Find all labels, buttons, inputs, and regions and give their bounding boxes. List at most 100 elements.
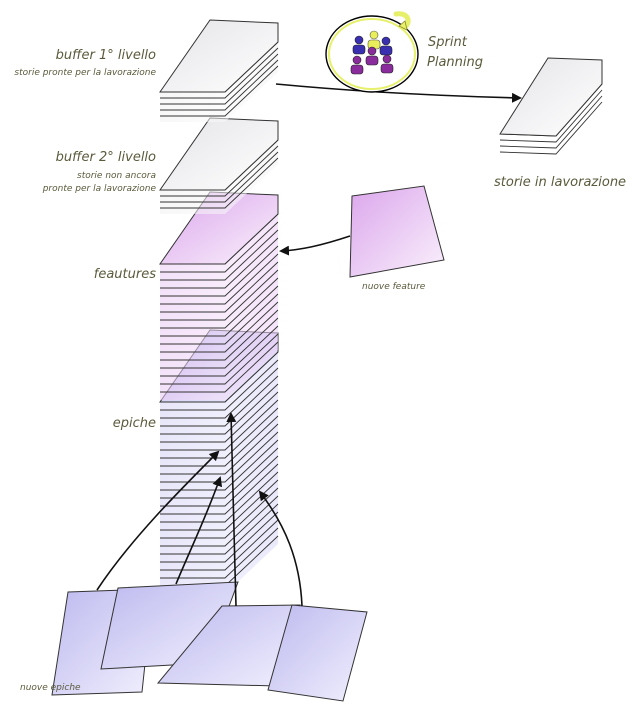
feature-sheet-edge [160,269,279,321]
epic-sheet-edge [160,463,279,515]
feature-sheet-side [160,302,278,360]
feature-sheet-side [160,326,278,384]
epic-sheet-side [160,360,278,418]
epic-sheet-side [160,504,278,562]
in-progress-sheet-top [499,57,603,137]
feature-sheet-edge [160,341,279,393]
buffer2-sheet-edge [160,145,279,197]
buffer1-title: buffer 1° livello [55,48,156,63]
buffer2-subtitle-line2: pronte per la lavorazione [42,184,156,194]
epic-sheet-edge [160,527,279,579]
epic-sheet-edge [160,431,279,483]
epic-sheet-side [160,456,278,514]
in-progress-sheet-edge [499,89,603,143]
new-epics-label: nuove epiche [20,683,81,693]
arrow-epic-4 [258,490,303,607]
feature-sheet-side [160,342,278,400]
buffer1-sheet-edge [160,47,279,99]
feature-sheet-edge [160,277,279,329]
feature-sheet-side [160,334,278,392]
epic-sheet-side [160,488,278,546]
arrow-new-feature-to-stack [279,235,351,256]
epic-sheet-side [160,440,278,498]
feature-sheet-edge [160,301,279,353]
epic-sheet-side [160,416,278,474]
in-progress-sheet-edge [499,95,603,149]
epic-sheet-side [160,464,278,522]
feature-sheet-edge [160,221,279,273]
new-feature-sheet [349,185,445,278]
epic-sheet-edge [160,423,279,475]
epic-sheet-side [160,408,278,466]
epic-sheet-edge [160,447,279,499]
feature-sheet-edge [160,325,279,377]
new-epics-sheets [51,581,368,702]
buffer1-sheet-top [159,19,279,93]
feature-sheet-edge [160,333,279,385]
feature-sheet-side [160,222,278,280]
epic-sheet-edge [160,407,279,459]
feature-sheet-side [160,238,278,296]
feature-sheet-edge [160,245,279,297]
buffer2-sheet-edge [160,157,279,209]
buffer1-subtitle: storie pronte per la lavorazione [14,68,156,78]
feature-sheet-side [160,270,278,328]
feature-sheet-side [160,262,278,320]
buffer2-stack [159,117,279,214]
epic-sheet-edge [160,511,279,563]
features-stack [159,191,279,400]
epic-sheet-edge [160,383,279,435]
epics-label: epiche [112,416,156,431]
epic-sheet-side [160,432,278,490]
features-label: feautures [93,267,156,282]
epic-sheet-edge [160,399,279,451]
feature-sheet-edge [160,261,279,313]
epic-sheet-edge [160,375,279,427]
feature-sheet-side [160,254,278,312]
epic-sheet-side [160,472,278,530]
buffer2-title: buffer 2° livello [55,150,156,165]
people-group-icon [350,30,394,75]
epic-sheet-side [160,368,278,426]
feature-sheet-edge [160,309,279,361]
sprint-planning-line1: Sprint [428,35,467,50]
epic-sheet-side [160,392,278,450]
epic-sheet-edge [160,367,279,419]
feature-sheet-side [160,246,278,304]
buffer1-stack [159,19,279,122]
feature-sheet-side [160,294,278,352]
sprint-planning-line2: Planning [427,55,483,70]
flow-arrows [96,83,522,607]
epic-sheet-edge [160,495,279,547]
epic-sheet-edge [160,391,279,443]
feature-sheet-edge [160,229,279,281]
feature-sheet-side [160,286,278,344]
buffer2-sheet-edge [160,151,279,203]
in-progress-sheet-edge [499,101,603,155]
epic-sheet-edge [160,359,279,411]
feature-sheet-edge [160,285,279,337]
epic-sheet-side [160,400,278,458]
feature-sheet-top [159,191,279,265]
epic-sheet-edge [160,415,279,467]
epic-sheet-side [160,376,278,434]
buffer1-sheet-edge [160,53,279,105]
in-progress-stack [499,57,603,155]
buffer1-sheet-edge [160,59,279,111]
buffer2-sheet-top [159,117,279,191]
feature-sheet-edge [160,237,279,289]
epic-sheet-side [160,520,278,578]
epic-sheet-side [160,352,278,410]
arrow-buffer-to-in-progress [275,83,522,103]
epic-sheet-side [160,480,278,538]
feature-sheet-edge [160,253,279,305]
arrow-epic-1 [96,450,220,591]
epic-sheet-edge [160,455,279,507]
epic-sheet-edge [160,487,279,539]
epic-sheet-side [160,512,278,570]
epic-sheet-side [160,528,278,586]
epic-sheet-side [160,384,278,442]
epic-sheet-side [160,424,278,482]
feature-sheet-side [160,310,278,368]
